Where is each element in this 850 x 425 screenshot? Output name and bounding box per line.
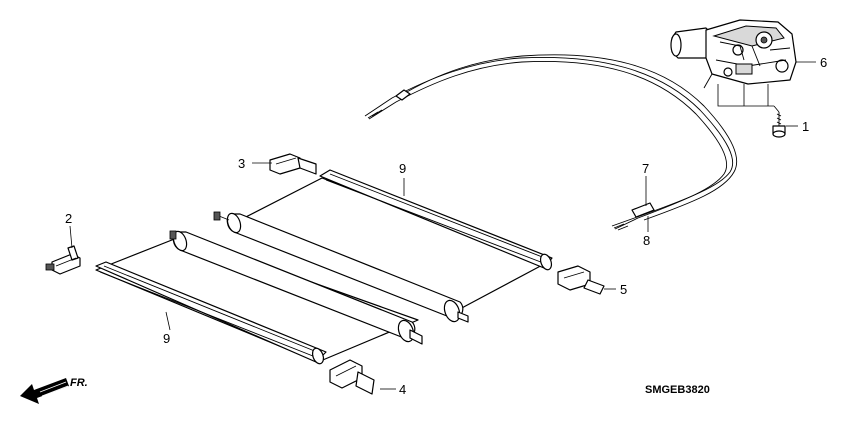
callout-6: 6: [820, 55, 827, 70]
front-arrow-icon: [20, 378, 69, 404]
rear-sunshade-roll: [213, 169, 553, 323]
sunshade-motor: [670, 19, 797, 85]
diagram-code: SMGEB3820: [645, 384, 710, 396]
front-label: FR.: [70, 377, 88, 389]
guide-clip-3: [269, 153, 317, 175]
callout-3: 3: [238, 156, 245, 171]
front-sunshade-roll: [95, 230, 423, 365]
callout-2: 2: [65, 211, 72, 226]
front-indicator: FR.: [20, 377, 88, 404]
guide-clip-5: [557, 265, 605, 295]
callout-5: 5: [620, 282, 627, 297]
callout-9-upper: 9: [399, 161, 406, 176]
callout-9-lower: 9: [163, 331, 170, 346]
callout-1: 1: [802, 119, 809, 134]
callout-4: 4: [399, 382, 406, 397]
leader-lines: [69, 61, 816, 390]
callout-8: 8: [643, 233, 650, 248]
guide-clip-2: [45, 245, 81, 275]
mounting-bolt: [772, 112, 786, 138]
drive-cable: [364, 54, 738, 231]
callout-7: 7: [642, 161, 649, 176]
guide-clip-4: [329, 359, 375, 395]
